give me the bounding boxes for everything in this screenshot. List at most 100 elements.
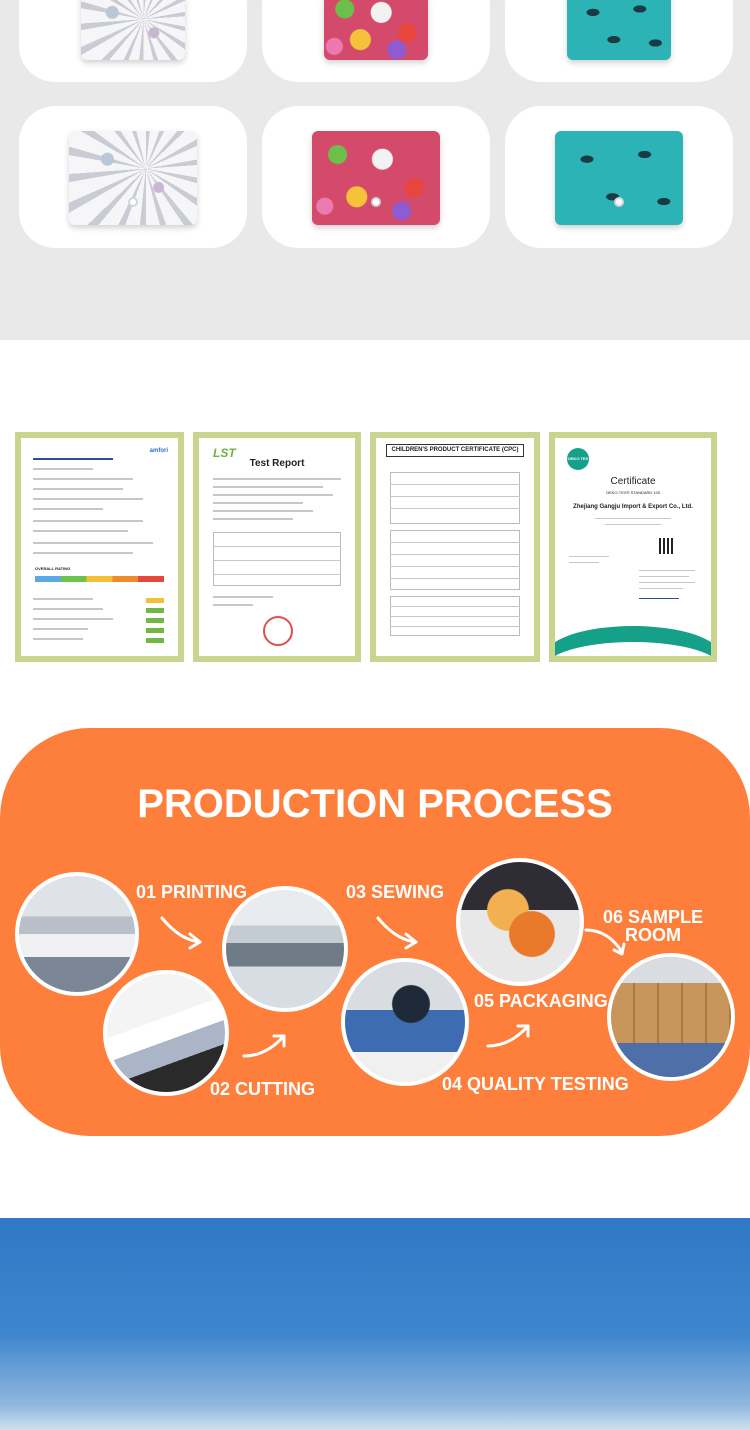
certificates-row: amfori OVERALL RATING	[0, 432, 750, 662]
product-card[interactable]	[19, 0, 247, 82]
step-cutting: 02 CUTTING	[210, 1079, 316, 1099]
text-line	[33, 552, 133, 554]
text-line	[33, 520, 143, 522]
cpc-certificate[interactable]: CHILDREN'S PRODUCT CERTIFICATE (CPC)	[370, 432, 540, 662]
text-line	[639, 576, 689, 577]
product-card[interactable]	[505, 0, 733, 82]
table-rule	[390, 578, 520, 579]
text-line	[33, 598, 93, 600]
step-quality-testing: 04 QUALITY TESTING	[442, 1074, 629, 1094]
text-line	[639, 582, 695, 583]
signature-icon	[639, 598, 679, 599]
snap-button-icon	[128, 197, 138, 207]
eyes-pattern-bag-icon	[555, 131, 683, 225]
rating-box	[146, 628, 164, 633]
table-rule	[213, 546, 341, 547]
text-line	[33, 530, 128, 532]
monster-pattern-bag-icon	[324, 0, 428, 60]
sample-room-photo	[607, 953, 735, 1081]
company-name: Zhejiang Gangju Import & Export Co., Ltd…	[573, 504, 693, 510]
product-card[interactable]	[19, 106, 247, 248]
text-line	[569, 562, 599, 563]
printing-photo	[15, 872, 139, 996]
step-sample-room: 06 SAMPLE ROOM	[600, 908, 706, 944]
text-line	[569, 556, 609, 557]
text-line	[595, 518, 671, 519]
red-stamp-icon	[263, 616, 293, 646]
test-report-title: Test Report	[249, 458, 305, 469]
table-rule	[390, 616, 520, 617]
rating-box	[146, 608, 164, 613]
text-line	[639, 588, 683, 589]
text-line	[213, 518, 293, 520]
text-line	[213, 486, 323, 488]
text-line	[33, 608, 103, 610]
text-line	[213, 604, 253, 606]
text-line	[605, 524, 661, 525]
white-wave-decoration	[555, 642, 711, 656]
cutting-photo	[103, 970, 229, 1096]
arrow-down-icon	[160, 916, 202, 950]
text-line	[213, 478, 341, 480]
amfori-logo: amfori	[149, 448, 168, 454]
rating-box	[146, 618, 164, 623]
step-sample-line2: ROOM	[625, 925, 681, 945]
production-process-section: PRODUCTION PROCESS 01 PRINTING 02 CUTTIN…	[0, 728, 750, 1136]
text-line	[639, 570, 695, 571]
certificate-title: Certificate	[610, 476, 656, 487]
eyes-pattern-bag-icon	[567, 0, 671, 60]
table-rule	[390, 542, 520, 543]
results-table	[213, 532, 341, 586]
snap-button-icon	[614, 197, 624, 207]
step-sample-line1: 06 SAMPLE	[602, 907, 704, 927]
sewing-photo	[222, 886, 348, 1012]
table-rule	[390, 626, 520, 627]
text-line	[213, 494, 333, 496]
oeko-tex-logo: OEKO TEX	[567, 448, 589, 470]
oeko-tex-certificate[interactable]: OEKO TEX Certificate OEKO-TEX® STANDARD …	[549, 432, 717, 662]
monster-pattern-bag-icon	[312, 131, 440, 225]
step-sewing: 03 SEWING	[346, 882, 445, 902]
text-line	[33, 458, 113, 460]
rating-box	[146, 598, 164, 603]
certificate-page: OEKO TEX Certificate OEKO-TEX® STANDARD …	[555, 438, 711, 656]
text-line	[33, 468, 93, 470]
table-rule	[390, 606, 520, 607]
amfori-certificate[interactable]: amfori OVERALL RATING	[15, 432, 184, 662]
product-card[interactable]	[262, 0, 490, 82]
table-rule	[390, 566, 520, 567]
text-line	[33, 508, 103, 510]
table-rule	[390, 496, 520, 497]
text-line	[213, 596, 273, 598]
snap-button-icon	[371, 197, 381, 207]
unicorn-pattern-bag-icon	[69, 131, 197, 225]
qr-code-icon	[659, 538, 675, 554]
product-card[interactable]	[505, 106, 733, 248]
arrow-down-icon	[584, 928, 626, 956]
text-line	[213, 510, 313, 512]
text-line	[213, 502, 303, 504]
lst-test-report[interactable]: LST Test Report	[193, 432, 361, 662]
step-packaging: 05 PACKAGING	[474, 991, 608, 1011]
rating-box	[146, 638, 164, 643]
table-rule	[213, 560, 341, 561]
text-line	[33, 542, 153, 544]
table-rule	[213, 574, 341, 575]
text-line	[33, 618, 113, 620]
warehouse-ceiling	[611, 957, 731, 984]
info-table	[390, 472, 520, 524]
product-card[interactable]	[262, 106, 490, 248]
quality-testing-photo	[341, 958, 469, 1086]
rating-bar	[35, 576, 164, 582]
certificate-subtitle: OEKO-TEX® STANDARD 100	[605, 490, 661, 495]
cpc-title: CHILDREN'S PRODUCT CERTIFICATE (CPC)	[386, 444, 524, 458]
product-grid	[0, 0, 750, 340]
certificate-page: LST Test Report	[199, 438, 355, 656]
pallet-floor	[611, 1043, 731, 1077]
text-line	[33, 638, 83, 640]
text-line	[33, 628, 88, 630]
arrow-up-icon	[486, 1024, 530, 1048]
certificate-page: CHILDREN'S PRODUCT CERTIFICATE (CPC)	[376, 438, 534, 656]
arrow-up-icon	[242, 1034, 286, 1058]
